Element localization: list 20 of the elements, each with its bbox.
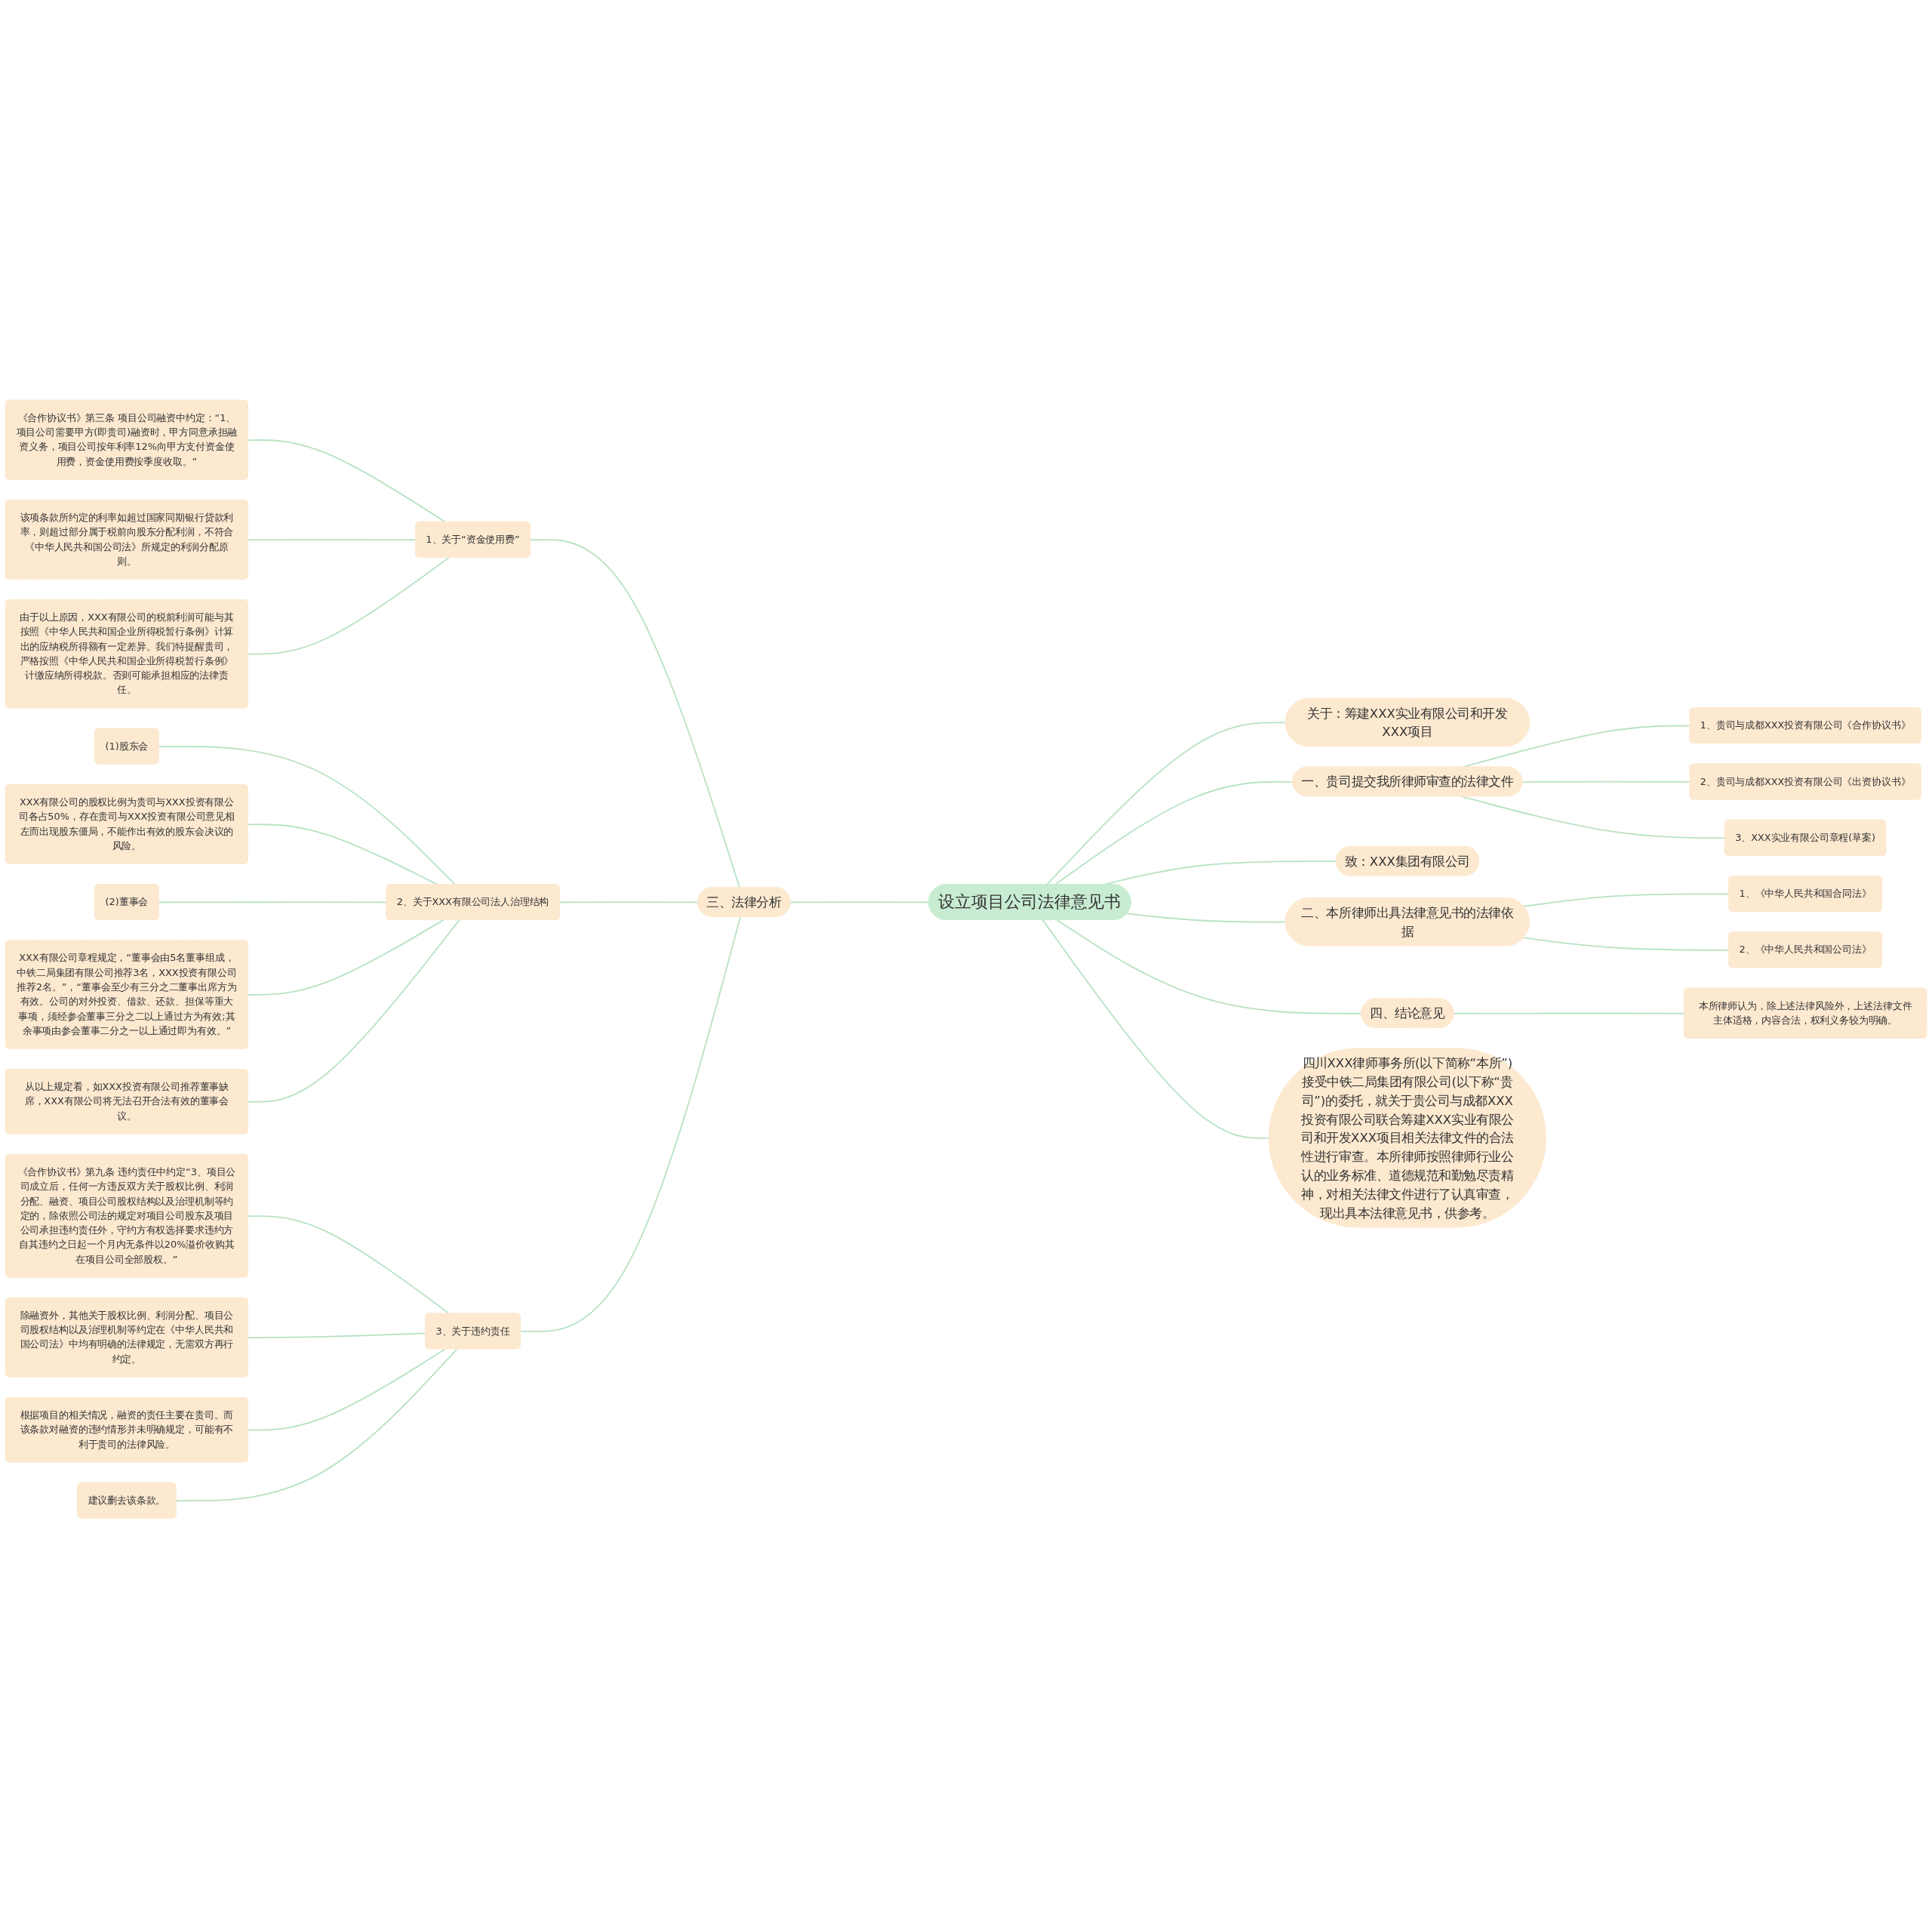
connector bbox=[248, 919, 445, 996]
connector bbox=[1453, 1012, 1685, 1014]
connector bbox=[248, 1348, 446, 1431]
connector bbox=[529, 538, 740, 888]
connector bbox=[1041, 919, 1270, 1139]
connector bbox=[1521, 780, 1691, 783]
connector bbox=[1054, 780, 1294, 885]
connector bbox=[1460, 795, 1726, 839]
connector bbox=[1056, 919, 1362, 1014]
connector bbox=[158, 745, 457, 885]
connector bbox=[1046, 722, 1287, 885]
connector bbox=[248, 538, 417, 540]
connector bbox=[789, 901, 930, 904]
connector bbox=[519, 916, 741, 1332]
connector bbox=[558, 901, 699, 904]
connector bbox=[248, 439, 447, 523]
connector bbox=[175, 1348, 458, 1501]
connector bbox=[1126, 913, 1287, 923]
connector bbox=[248, 919, 460, 1103]
connector bbox=[248, 556, 450, 655]
